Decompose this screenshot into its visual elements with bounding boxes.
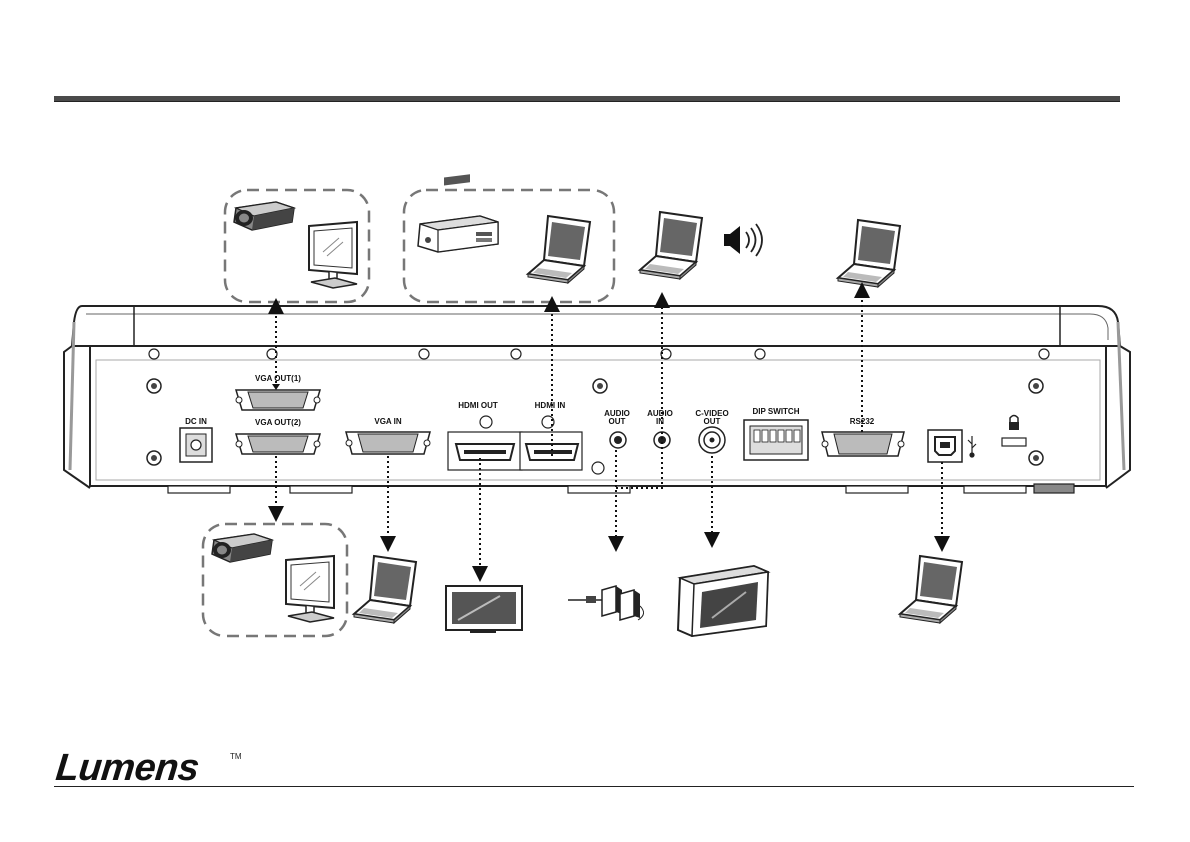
audio-plug-icon	[568, 596, 602, 603]
vga-in-label: VGA IN	[374, 417, 401, 426]
laptop-icon	[354, 556, 416, 623]
laptop-icon	[640, 212, 702, 279]
cvideo-out-label-line2: OUT	[704, 417, 721, 426]
document-camera-rear-panel: VGA OUT(1) VGA OUT(2) DC IN VGA IN HDMI …	[64, 306, 1130, 493]
hdmi-out-label: HDMI OUT	[458, 401, 498, 410]
tv-icon	[446, 586, 522, 633]
vga-out2-label: VGA OUT(2)	[255, 418, 301, 427]
lumens-logo: Lumens	[54, 748, 201, 788]
monitor-icon	[309, 222, 357, 288]
laptop-icon	[838, 220, 900, 287]
projector-icon	[234, 202, 294, 230]
dc-in-label: DC IN	[185, 417, 207, 426]
hdmi-in-label: HDMI IN	[535, 401, 566, 410]
footer-rule	[54, 786, 1134, 787]
projector-icon	[212, 534, 272, 562]
trademark-mark: TM	[230, 752, 242, 761]
laptop-icon	[900, 556, 962, 623]
dip-switch-label: DIP SWITCH	[753, 407, 800, 416]
dvd-player-icon	[418, 174, 498, 252]
speakers-icon	[602, 586, 644, 620]
monitor-icon	[286, 556, 334, 622]
laptop-icon	[528, 216, 590, 283]
crt-tv-icon	[678, 566, 768, 636]
vga-out1-label: VGA OUT(1)	[255, 374, 301, 383]
speaker-icon	[724, 224, 762, 256]
audio-out-label-line2: OUT	[609, 417, 626, 426]
